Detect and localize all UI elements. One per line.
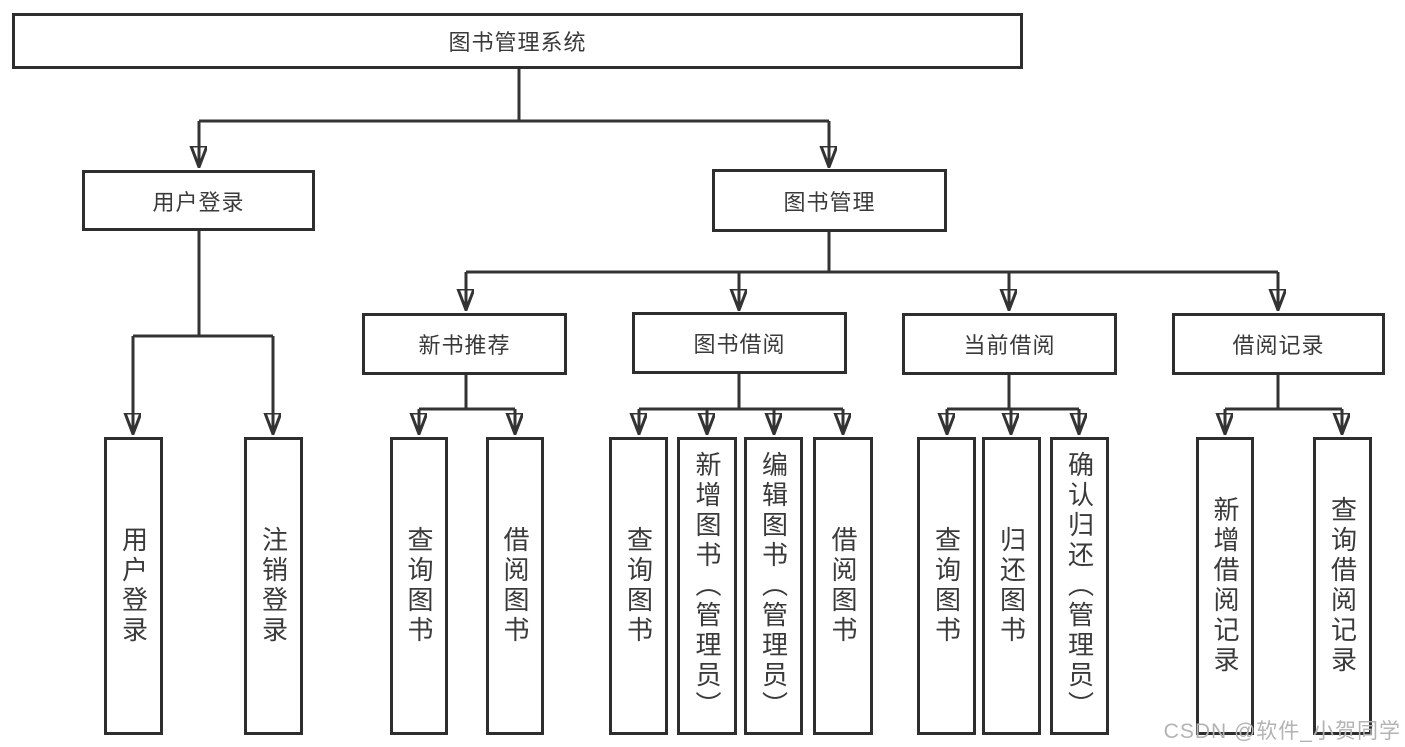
leaf-confirm-return-admin: 确认归还（管理员） [1050, 437, 1109, 735]
leaf-borrow-books-borrowing: 借阅图书 [813, 437, 873, 735]
connector-new-book-recommend-to-leaves [419, 375, 515, 433]
leaf-borrow-books-recommend: 借阅图书 [486, 437, 544, 735]
leaf-add-books-admin: 新增图书（管理员） [677, 437, 737, 735]
leaf-edit-books-admin: 编辑图书（管理员） [744, 437, 803, 735]
leaf-query-books-recommend: 查询图书 [390, 437, 448, 735]
leaf-query-books-current: 查询图书 [917, 437, 976, 735]
leaf-query-books-borrowing: 查询图书 [609, 437, 668, 735]
leaf-add-borrow-record: 新增借阅记录 [1196, 437, 1254, 735]
connector-current-borrowing-to-leaves [947, 375, 1079, 433]
node-book-management: 图书管理 [712, 169, 947, 232]
node-root-system: 图书管理系统 [12, 13, 1023, 69]
connector-book-management-to-level3 [466, 232, 1278, 309]
leaf-user-login: 用户登录 [104, 437, 163, 735]
leaf-return-books: 归还图书 [982, 437, 1041, 735]
node-user-login: 用户登录 [82, 170, 315, 231]
connector-user-login-to-leaves [133, 231, 273, 433]
node-borrowing-records: 借阅记录 [1172, 313, 1385, 375]
node-new-book-recommend: 新书推荐 [362, 313, 567, 375]
leaf-query-borrow-record: 查询借阅记录 [1313, 437, 1372, 735]
node-book-borrowing: 图书借阅 [632, 312, 847, 374]
leaf-logout-login: 注销登录 [244, 437, 303, 735]
node-current-borrowing: 当前借阅 [902, 313, 1117, 375]
connector-borrowing-records-to-leaves [1225, 375, 1342, 433]
watermark: CSDN @软件_小贺同学 [1163, 720, 1401, 743]
connector-book-borrowing-to-leaves [639, 373, 843, 433]
connector-root-to-level2 [199, 68, 829, 166]
